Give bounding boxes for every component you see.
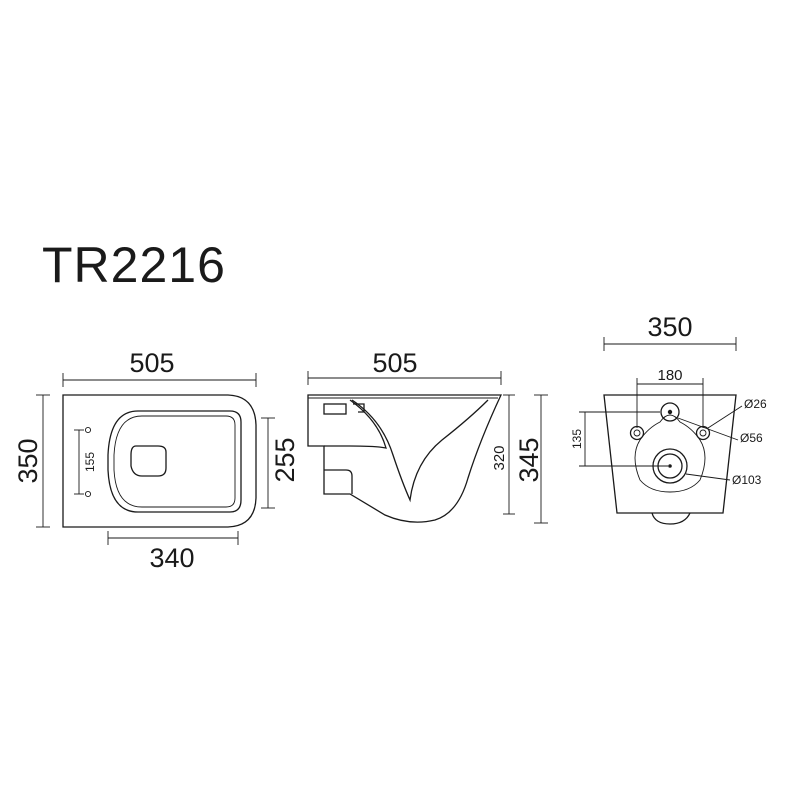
rear-mount-plate <box>634 414 706 493</box>
flush-inlet <box>323 403 347 415</box>
side-view: 505 320 345 <box>307 348 548 524</box>
trap-channel <box>324 399 387 449</box>
dim-label-outlet-height: 135 <box>570 429 584 449</box>
bowl-rim-outline <box>107 410 242 513</box>
dim-label-top-width: 350 <box>13 438 43 483</box>
side-view-outline <box>307 394 503 523</box>
rear-view-outline <box>603 394 737 514</box>
bolt-hole-right-inner <box>699 429 707 437</box>
outlet-center <box>668 464 672 468</box>
dim-label-hole-medium: Ø56 <box>740 431 763 445</box>
model-title: TR2216 <box>42 237 226 293</box>
trap-outlet <box>324 469 353 494</box>
bolt-hole-left-inner <box>633 429 641 437</box>
dim-label-seat-depth: 255 <box>270 437 300 482</box>
rear-outlet-stub <box>651 512 691 525</box>
leader-hole-small <box>707 405 743 429</box>
dim-label-rear-width: 350 <box>647 312 692 342</box>
dim-label-inner-height: 320 <box>491 445 508 470</box>
dim-label-side-height: 345 <box>514 437 544 482</box>
dim-label-top-length: 505 <box>129 348 174 378</box>
rear-view: 350 180 135 Ø26 Ø56 Ø103 <box>570 312 767 525</box>
bowl-inner-outline <box>113 415 236 508</box>
dim-label-hole-large: Ø103 <box>732 473 762 487</box>
inlet-hole <box>660 402 680 422</box>
mount-hole <box>84 426 92 434</box>
leader-hole-large <box>685 473 731 481</box>
bowl-inner-curve <box>351 399 489 503</box>
top-view-outline <box>62 394 257 528</box>
top-view: 155 505 350 255 340 <box>13 348 300 573</box>
inlet-center <box>667 409 673 415</box>
dim-label-inner-length: 340 <box>149 543 194 573</box>
dim-label-hole-small: Ø26 <box>744 397 767 411</box>
bolt-hole-left <box>629 425 645 441</box>
mount-hole <box>84 490 92 498</box>
dim-label-mount-spacing: 155 <box>83 452 97 472</box>
leader-hole-medium <box>677 417 739 441</box>
dim-label-bolt-spacing: 180 <box>657 367 682 384</box>
rim-flush-hook <box>353 403 365 413</box>
dim-label-side-length: 505 <box>372 348 417 378</box>
drain-opening <box>130 445 167 477</box>
